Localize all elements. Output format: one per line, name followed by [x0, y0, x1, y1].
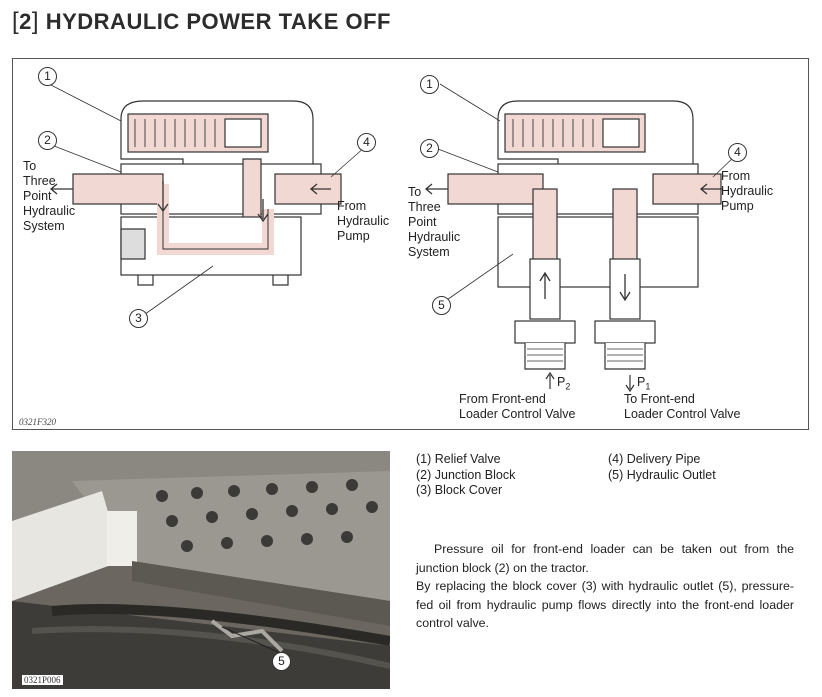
legend-column-1: (1) Relief Valve (2) Junction Block (3) … — [416, 452, 515, 499]
legend-item: (2) Junction Block — [416, 467, 516, 482]
legend-item: (1) Relief Valve — [416, 452, 501, 466]
photo-callout-hydraulic-outlet: 5 — [272, 652, 291, 671]
left-from-pump-label: From Hydraulic Pump — [337, 199, 390, 243]
right-flow-arrow-in — [699, 183, 723, 195]
diagram-panel: 1 2 3 4 To Three Point Hydraulic System … — [12, 58, 809, 430]
right-outlet-fitting-p1 — [604, 343, 646, 370]
right-hydraulic-outlet — [497, 216, 699, 288]
description-text: Pressure oil for front-end loader can be… — [416, 540, 794, 633]
hydraulic-diagram — [48, 83, 737, 393]
tractor-photo: 5 0321P006 — [12, 451, 390, 689]
right-outlet-fitting-p2 — [524, 343, 566, 370]
tractor-photo-illustration — [12, 451, 390, 689]
right-to-three-point-label: To Three Point Hydraulic System — [408, 185, 461, 259]
right-flow-arrow-out — [424, 183, 448, 195]
parts-legend: (1) Relief Valve (2) Junction Block (3) … — [416, 452, 806, 502]
right-from-pump-label: From Hydraulic Pump — [721, 169, 774, 213]
left-callout-delivery-pipe: 4 — [357, 133, 376, 152]
legend-column-2: (4) Delivery Pipe (5) Hydraulic Outlet — [608, 452, 716, 483]
right-callout-junction-block: 2 — [420, 139, 439, 158]
description-paragraph: By replacing the block cover (3) with hy… — [416, 579, 794, 630]
description-paragraph: Pressure oil for front-end loader can be… — [416, 542, 794, 575]
left-flow-arrow-in — [309, 183, 331, 195]
p2-label: P2 — [557, 375, 571, 392]
right-callout-hydraulic-outlet: 5 — [432, 296, 451, 315]
left-callout-block-cover: 3 — [129, 309, 148, 328]
photo-figure-id: 0321P006 — [22, 675, 63, 685]
p1-label: P1 — [637, 375, 651, 392]
section-title-text: HYDRAULIC POWER TAKE OFF — [45, 9, 391, 34]
diagram-figure-id: 0321F320 — [19, 417, 56, 427]
left-callout-junction-block: 2 — [38, 131, 57, 150]
left-flow-arrow-out — [49, 183, 73, 195]
right-callout-relief-valve: 1 — [420, 75, 439, 94]
section-number: 2 — [19, 9, 32, 34]
right-callout-delivery-pipe: 4 — [728, 143, 747, 162]
left-callout-relief-valve: 1 — [38, 67, 57, 86]
legend-item: (5) Hydraulic Outlet — [608, 467, 716, 482]
section-title: [2] HYDRAULIC POWER TAKE OFF — [12, 8, 391, 35]
legend-item: (4) Delivery Pipe — [608, 452, 701, 466]
left-to-three-point-label: To Three Point Hydraulic System — [23, 159, 76, 233]
p2-description: From Front-end Loader Control Valve — [459, 392, 576, 421]
p1-description: To Front-end Loader Control Valve — [624, 392, 741, 421]
legend-item: (3) Block Cover — [416, 483, 503, 497]
